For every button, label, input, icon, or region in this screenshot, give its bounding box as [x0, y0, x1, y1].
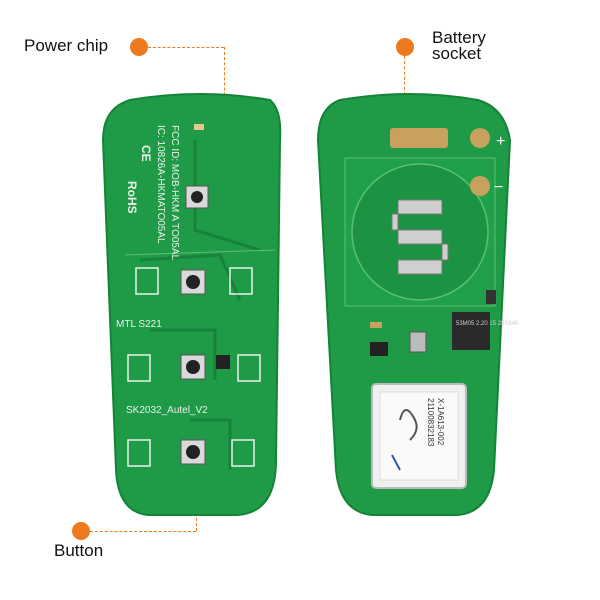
button-marker [72, 522, 90, 540]
rohs-mark: RoHS [125, 181, 139, 214]
ic-text: IC: 10826A-HKMATO05AL [155, 125, 166, 244]
tactile-button [180, 269, 206, 295]
fcc-id-text: FCC ID: MOB-HKM A TO05AL [169, 125, 180, 261]
module-code-1: X-1A613-002 [436, 398, 445, 446]
minus-sign: − [494, 179, 503, 196]
battery-socket-label: Battery socket [432, 28, 486, 63]
pcb-right-board: + − 53M05 2.20 15 28S840 X-1A613-002 211… [316, 93, 519, 516]
plus-sign: + [496, 133, 505, 150]
module-code-2: 21100832183 [426, 398, 435, 447]
mtl-text: MTL S221 [116, 319, 162, 330]
battery-socket-leader [404, 56, 405, 126]
tactile-button [185, 185, 209, 209]
ce-mark: CE [139, 145, 153, 162]
battery-contact-plus [390, 128, 448, 148]
tactile-button [180, 354, 206, 380]
rf-chip [452, 312, 490, 350]
battery-clip [391, 199, 449, 275]
battery-socket-marker [396, 38, 414, 56]
power-chip-marker [130, 38, 148, 56]
button-leader-h [90, 531, 196, 532]
power-chip-leader-h [148, 47, 224, 48]
chip-marking: 53M05 2.20 15 28S840 [456, 321, 519, 327]
button-label: Button [54, 541, 104, 560]
power-chip-label: Power chip [24, 36, 109, 55]
model-text: SK2032_Autel_V2 [126, 405, 208, 416]
tactile-button [180, 439, 206, 465]
pcb-left-board: FCC ID: MOB-HKM A TO05AL IC: 10826A-HKMA… [101, 93, 282, 516]
